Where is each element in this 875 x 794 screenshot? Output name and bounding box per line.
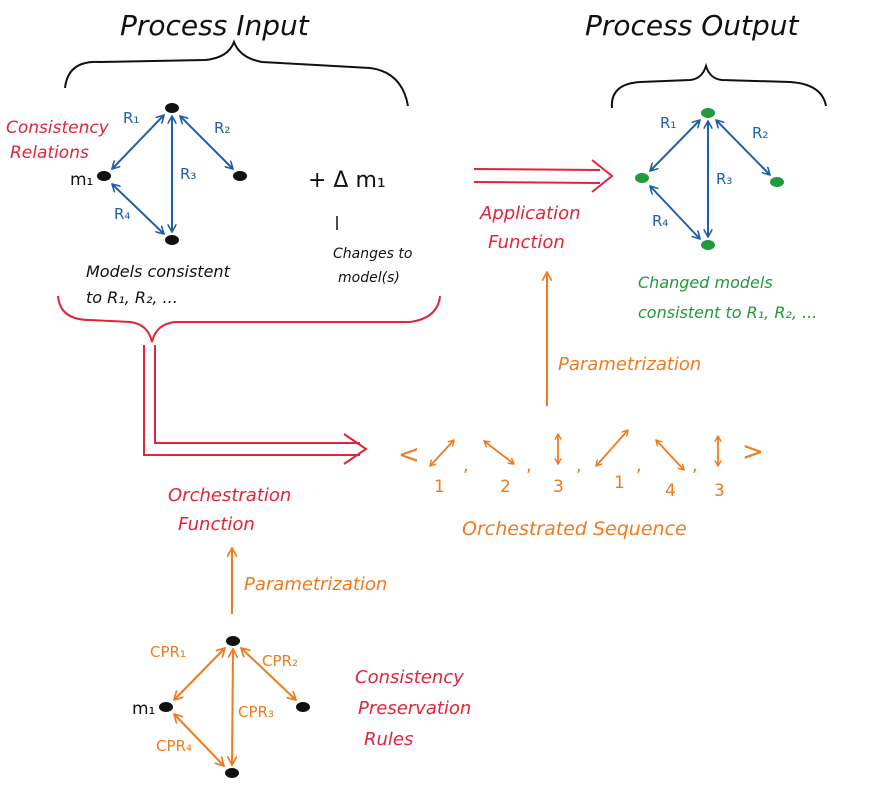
svg-text:,: ,: [526, 455, 532, 476]
orchestration-function-label-2: Function: [178, 514, 255, 535]
input-edge-r2-label: R₂: [214, 119, 230, 137]
changed-models-label-2: consistent to R₁, R₂, ...: [638, 303, 817, 322]
cpr-rules-label-3: Rules: [364, 729, 413, 750]
output-edge-r4: [650, 186, 700, 239]
input-edge-r1: [112, 115, 164, 169]
cpr-edge-2-label: CPR₂: [262, 652, 298, 670]
input-node-right: [233, 171, 247, 181]
output-edge-r2-label: R₂: [752, 124, 768, 142]
sequence-number-3: 3: [553, 477, 564, 497]
sequence-item-5: [656, 440, 684, 470]
input-edge-r2: [180, 116, 233, 169]
input-node-m1: [97, 171, 111, 181]
input-edge-r4-label: R₄: [114, 205, 130, 223]
process-output-top-brace: [610, 62, 827, 109]
sequence-item-2: [484, 441, 514, 464]
plus-delta-m1: + Δ m₁: [308, 168, 386, 193]
sequence-number-6: 3: [714, 481, 725, 501]
sequence-item-1: [430, 440, 454, 466]
application-double-arrow: [473, 168, 601, 184]
svg-text:,: ,: [636, 455, 642, 476]
cpr-node-m1: [159, 702, 173, 712]
cpr-edge-4: [174, 714, 224, 766]
input-node-m1-label: m₁: [70, 170, 93, 190]
svg-text:,: ,: [692, 455, 698, 476]
cpr-node-bottom: [225, 768, 239, 778]
process-input-top-brace: [64, 39, 409, 107]
sequence-number-1: 1: [434, 477, 445, 497]
cpr-edge-1: [174, 648, 225, 700]
output-node-top: [701, 108, 715, 118]
models-consistent-label-1: Models consistent: [86, 262, 231, 281]
sequence-number-4: 1: [614, 473, 625, 493]
cpr-edge-3-label: CPR₃: [238, 703, 274, 721]
application-function-label-1: Application: [479, 203, 581, 224]
process-output-title: Process Output: [585, 9, 800, 42]
output-edge-r4-label: R₄: [652, 212, 668, 230]
cpr-edge-4-label: CPR₄: [156, 737, 192, 755]
input-edge-r3-label: R₃: [180, 165, 196, 183]
svg-text:,: ,: [463, 455, 469, 476]
input-edge-r1-label: R₁: [123, 109, 139, 127]
models-consistent-label-2: to R₁, R₂, ...: [86, 288, 178, 307]
orchestration-double-arrow: [143, 345, 360, 456]
input-node-top: [165, 103, 179, 113]
input-edge-r4: [112, 184, 164, 234]
consistency-relations-label-1: Consistency: [6, 118, 110, 138]
orchestrated-sequence-label: Orchestrated Sequence: [462, 518, 687, 540]
output-edge-r1: [650, 120, 700, 171]
input-node-bottom: [165, 235, 179, 245]
cpr-edge-1-label: CPR₁: [150, 643, 186, 661]
sequence-close-bracket: >: [742, 437, 764, 467]
cpr-rules-label-2: Preservation: [358, 698, 471, 719]
cpr-node-top: [226, 636, 240, 646]
sequence-number-2: 2: [500, 477, 511, 497]
orchestration-function-label-1: Orchestration: [168, 485, 291, 506]
output-node-bottom: [701, 240, 715, 250]
parametrization-top-label: Parametrization: [558, 354, 701, 375]
changes-label-1: Changes to: [333, 246, 412, 262]
application-function-label-2: Function: [488, 232, 565, 253]
changed-models-label-1: Changed models: [638, 273, 773, 292]
input-bottom-brace: [57, 295, 441, 343]
cpr-rules-label-1: Consistency: [355, 667, 464, 688]
output-edge-r3-label: R₃: [716, 170, 732, 188]
output-node-left: [635, 173, 649, 183]
output-edge-r1-label: R₁: [660, 114, 676, 132]
cpr-edge-2: [241, 648, 296, 700]
cpr-node-right: [296, 702, 310, 712]
sequence-open-bracket: <: [398, 440, 420, 470]
consistency-relations-label-2: Relations: [10, 143, 89, 163]
sequence-number-5: 4: [665, 481, 676, 501]
output-node-right: [770, 177, 784, 187]
changes-label-2: model(s): [338, 270, 400, 286]
process-input-title: Process Input: [120, 9, 310, 42]
parametrization-bottom-label: Parametrization: [244, 574, 387, 595]
output-edge-r2: [716, 120, 770, 175]
cpr-node-m1-label: m₁: [132, 699, 155, 719]
svg-text:,: ,: [576, 455, 582, 476]
sequence-item-4: [596, 430, 628, 466]
cpr-edge-3: [232, 649, 233, 765]
